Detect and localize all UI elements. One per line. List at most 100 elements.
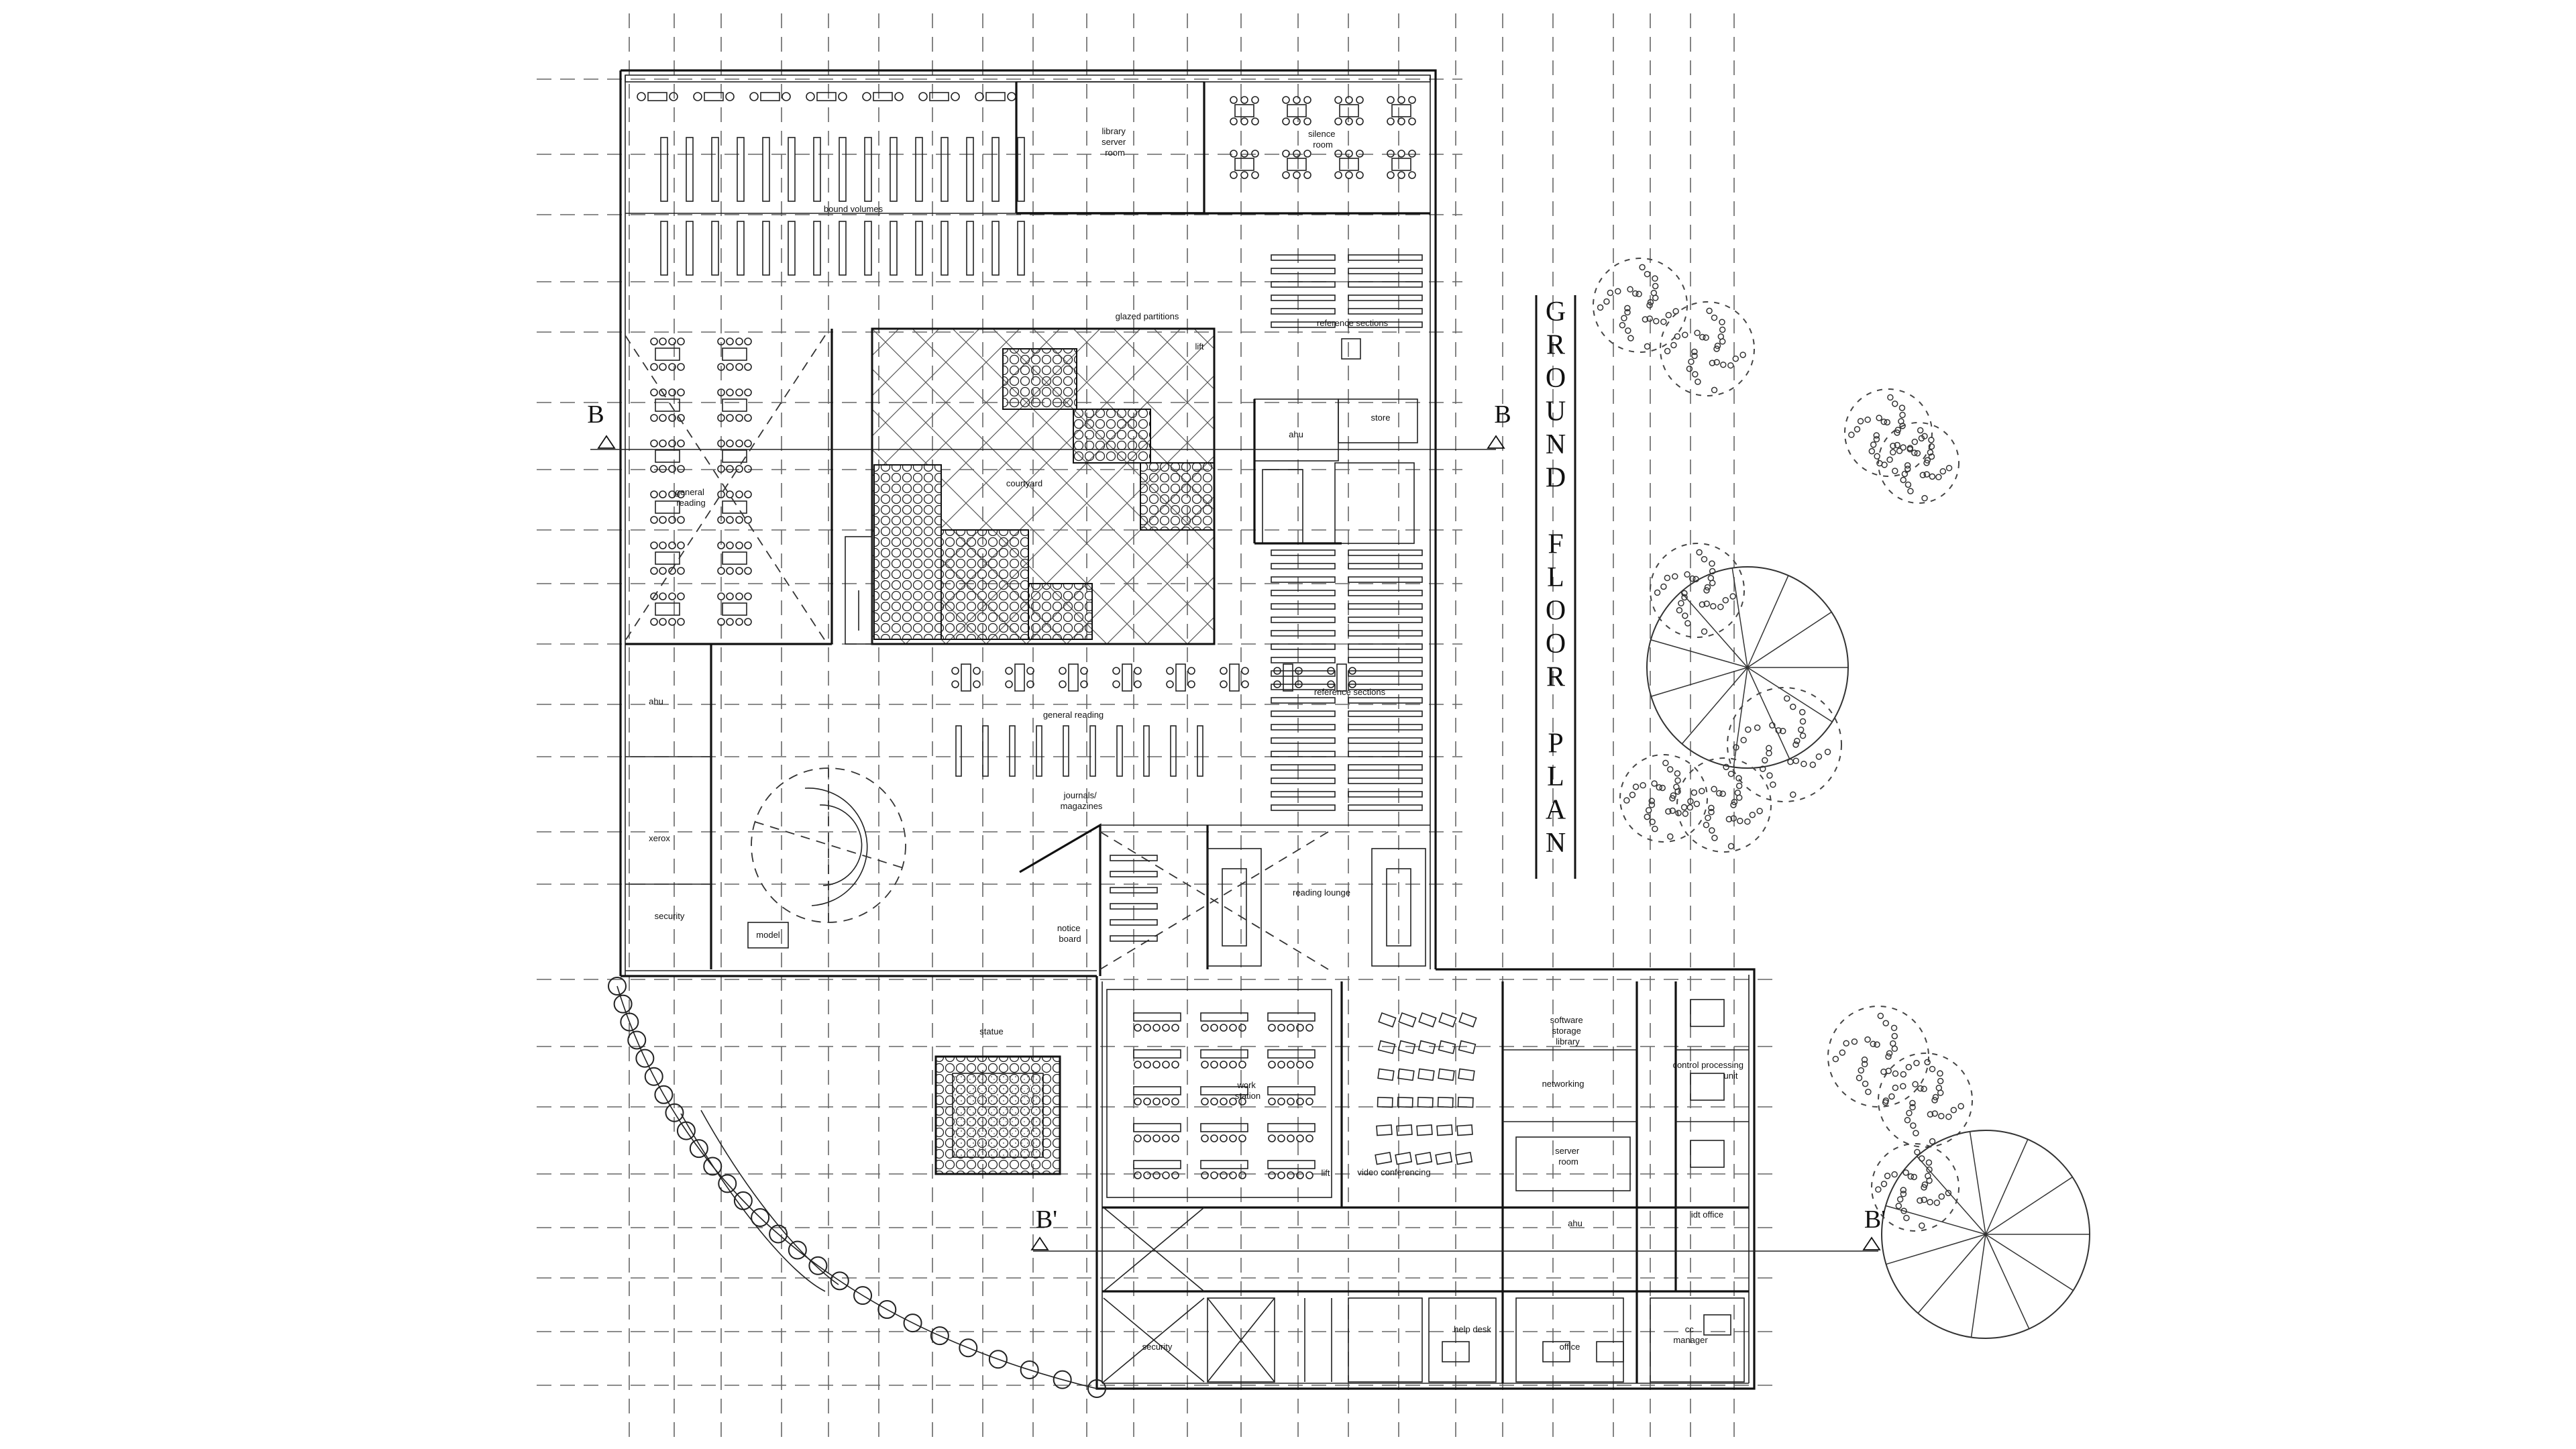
leaf — [1884, 419, 1891, 426]
leaf — [1799, 718, 1807, 725]
statue-court — [934, 1055, 1061, 1175]
auditorium-seat — [1418, 1012, 1437, 1028]
chair — [1387, 96, 1395, 104]
tree-branch — [1650, 639, 1748, 668]
reference-shelf — [1271, 791, 1336, 798]
leaf — [1674, 333, 1681, 340]
chair — [1059, 667, 1067, 675]
leaf — [1650, 290, 1658, 297]
leaf — [1735, 775, 1742, 782]
leaf — [1660, 583, 1667, 590]
book-stack — [788, 137, 796, 202]
leaf — [1928, 453, 1935, 460]
chair — [1026, 680, 1034, 688]
chair — [1134, 1097, 1142, 1106]
leaf — [1629, 792, 1636, 798]
section-mark-b2-right: B' — [1864, 1205, 1886, 1234]
auditorium-seat — [1417, 1068, 1435, 1081]
journal-rack — [982, 725, 989, 777]
label-office: office — [1560, 1342, 1580, 1352]
column — [788, 1240, 807, 1260]
leaf — [1909, 1099, 1916, 1107]
section-lines — [590, 435, 1881, 1252]
chair — [1187, 667, 1195, 675]
reference-shelf — [1271, 563, 1336, 570]
column — [959, 1338, 978, 1358]
column — [751, 1208, 770, 1227]
leaf — [1861, 1056, 1868, 1063]
leaf — [1868, 447, 1876, 455]
chair — [1348, 680, 1356, 688]
chair — [1134, 1171, 1142, 1179]
title-letter: F — [1548, 529, 1563, 560]
chair — [1305, 1097, 1313, 1106]
workstation-desk — [1267, 1012, 1316, 1022]
chair — [735, 592, 743, 600]
chair — [1296, 1061, 1304, 1069]
leaf — [1913, 1059, 1920, 1067]
chair — [735, 363, 743, 371]
reference-shelf — [1271, 590, 1336, 596]
book-stack — [660, 137, 668, 202]
table — [1283, 663, 1293, 692]
label-lift-upper: lift — [1195, 341, 1204, 352]
reference-shelf — [1271, 630, 1336, 637]
chair — [1305, 1171, 1313, 1179]
chair — [744, 337, 752, 345]
chair — [1166, 667, 1174, 675]
leaf — [1933, 1199, 1941, 1206]
title-letter: O — [1546, 596, 1566, 627]
leaf — [1913, 1130, 1919, 1136]
leaf — [1896, 1196, 1904, 1203]
leaf — [1673, 784, 1680, 790]
workstation-desk — [1133, 1049, 1181, 1059]
chair — [668, 567, 676, 575]
chair — [1303, 150, 1311, 158]
auditorium-seat — [1417, 1040, 1436, 1055]
title-letter: R — [1546, 662, 1565, 693]
book-stack — [1017, 137, 1025, 202]
leaf — [1766, 772, 1773, 779]
chair — [1251, 96, 1259, 104]
table — [1339, 104, 1359, 117]
leaf — [1924, 457, 1931, 464]
tree-branch — [1747, 667, 1790, 759]
reference-shelf — [1271, 751, 1336, 757]
reference-shelf — [1348, 268, 1423, 274]
label-reading-lounge: reading lounge — [1293, 888, 1350, 898]
table — [1287, 104, 1307, 117]
auditorium-seat — [1416, 1124, 1433, 1136]
chair — [677, 363, 685, 371]
leaf — [1779, 727, 1786, 735]
reference-shelf — [1348, 254, 1423, 261]
leaf — [1691, 352, 1698, 360]
reference-shelf — [1271, 657, 1336, 663]
leaf — [1861, 1061, 1868, 1068]
leaf — [1731, 798, 1738, 806]
chair — [744, 414, 752, 422]
leaf — [1670, 341, 1677, 349]
leaf — [1603, 298, 1610, 305]
leaf — [1904, 462, 1911, 469]
book-stack — [991, 137, 1000, 202]
leaf — [1665, 808, 1672, 815]
label-xerox: xerox — [649, 833, 670, 843]
chair — [1295, 680, 1303, 688]
chair — [677, 516, 685, 524]
chair — [668, 541, 676, 549]
leaf — [1876, 415, 1882, 421]
leaf — [1900, 1187, 1907, 1193]
leaf — [1645, 807, 1652, 814]
book-stack — [864, 137, 872, 202]
book-stack — [762, 221, 770, 276]
chair — [1080, 667, 1088, 675]
chair — [1007, 92, 1016, 101]
chair — [1162, 1061, 1170, 1069]
chair — [1152, 1097, 1161, 1106]
journal-rack — [1089, 725, 1096, 777]
leaf — [1792, 757, 1800, 764]
tree-canopy — [1660, 301, 1755, 396]
chair — [1408, 171, 1416, 179]
office-desk — [1690, 1073, 1725, 1101]
leaf — [1681, 590, 1688, 597]
